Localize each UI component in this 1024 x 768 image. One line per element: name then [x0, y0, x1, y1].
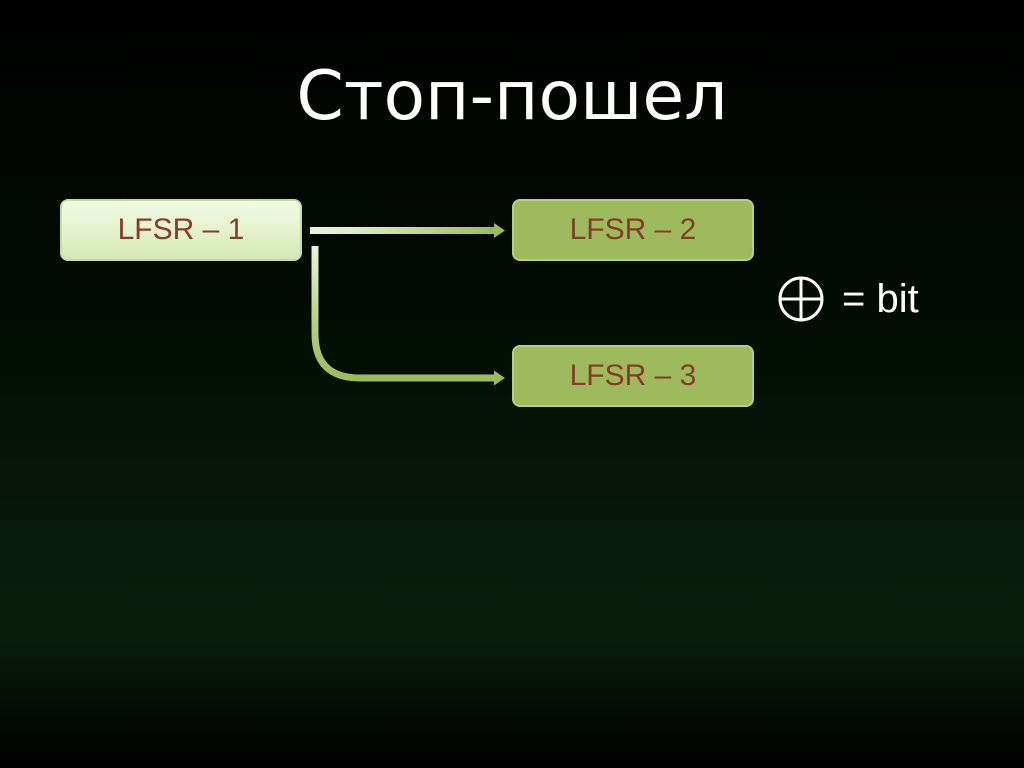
edge-lfsr1-to-lfsr3 [311, 246, 505, 386]
node-label: LFSR – 3 [569, 359, 697, 392]
legend: = bit [776, 272, 919, 326]
circled-plus-icon [778, 276, 824, 322]
edge-lfsr1-to-lfsr2 [310, 223, 505, 238]
node-label: LFSR – 1 [117, 213, 245, 246]
node-lfsr-3: LFSR – 3 [512, 345, 754, 407]
legend-text: = bit [842, 276, 919, 321]
node-lfsr-2: LFSR – 2 [512, 199, 754, 261]
node-label: LFSR – 2 [569, 213, 697, 246]
slide-title: Стоп-пошел [296, 57, 728, 136]
node-lfsr-1: LFSR – 1 [60, 199, 302, 261]
